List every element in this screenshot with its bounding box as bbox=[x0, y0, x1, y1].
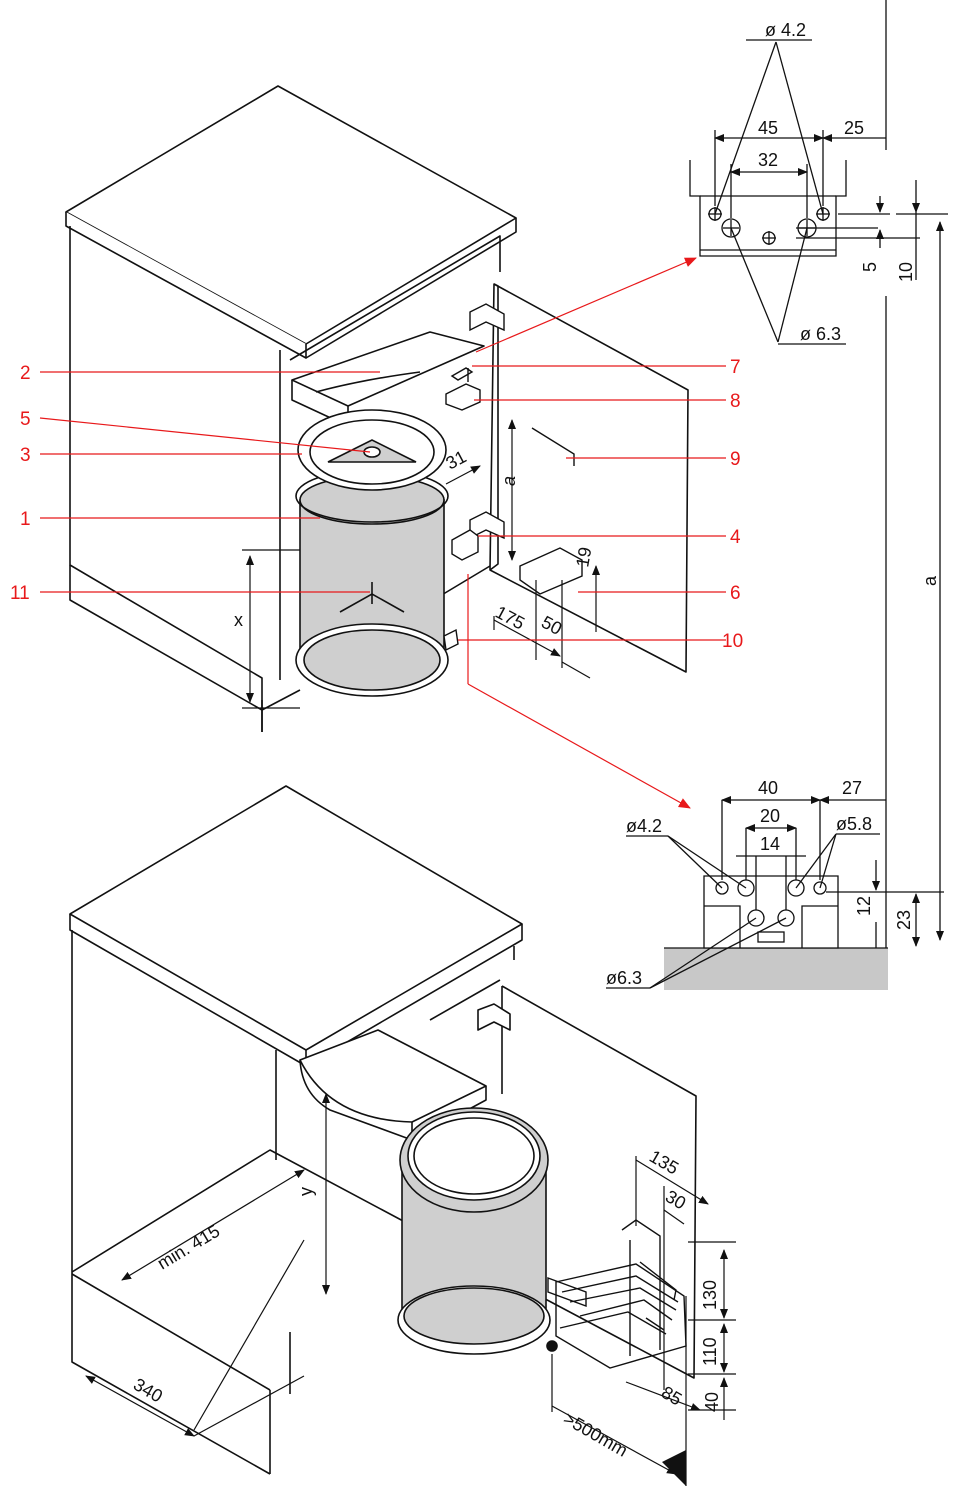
dim-y: y bbox=[296, 1187, 316, 1196]
callout-11: 11 bbox=[10, 583, 30, 604]
bottom-cabinet bbox=[69, 785, 697, 1475]
dim-40-basket: 40 bbox=[702, 1392, 722, 1412]
dim-12: 12 bbox=[854, 896, 874, 916]
callout-1: 1 bbox=[20, 509, 31, 530]
dim-20: 20 bbox=[760, 806, 780, 826]
dia-5-8: ø5.8 bbox=[836, 814, 872, 834]
dim-a-top: a bbox=[499, 476, 519, 486]
top-cabinet bbox=[65, 85, 689, 732]
callout-numbers: 2 5 3 1 11 7 8 9 4 6 10 bbox=[10, 357, 743, 652]
dim-x: x bbox=[234, 610, 243, 630]
callout-leaders bbox=[39, 257, 726, 809]
callout-3: 3 bbox=[20, 445, 31, 466]
dim-135: 135 bbox=[646, 1146, 682, 1178]
dim-23: 23 bbox=[894, 910, 914, 930]
dia-6-3-top: ø 6.3 bbox=[800, 324, 841, 344]
dim-19: 19 bbox=[572, 545, 595, 568]
floor-section bbox=[664, 948, 888, 990]
dim-a-right: a bbox=[920, 575, 940, 586]
dim-500mm: >500mm bbox=[560, 1408, 631, 1461]
dim-45: 45 bbox=[758, 118, 778, 138]
dim-40-plate: 40 bbox=[758, 778, 778, 798]
dia-4-2-top: ø 4.2 bbox=[765, 20, 806, 40]
dim-340: 340 bbox=[130, 1374, 166, 1406]
callout-4: 4 bbox=[730, 527, 741, 548]
callout-5: 5 bbox=[20, 409, 31, 430]
plate-detail bbox=[606, 796, 944, 990]
callout-8: 8 bbox=[730, 391, 741, 412]
bottom-dimensions bbox=[85, 1093, 736, 1486]
dim-85: 85 bbox=[658, 1382, 685, 1409]
dim-130: 130 bbox=[700, 1280, 720, 1310]
dim-10: 10 bbox=[896, 262, 916, 282]
dim-50: 50 bbox=[538, 612, 565, 639]
callout-6: 6 bbox=[730, 583, 741, 604]
dim-14: 14 bbox=[760, 834, 780, 854]
dim-27: 27 bbox=[842, 778, 862, 798]
top-dimensions bbox=[242, 419, 600, 709]
waste-bin-top bbox=[295, 409, 449, 697]
callout-7: 7 bbox=[730, 357, 741, 378]
callout-9: 9 bbox=[730, 449, 741, 470]
direction-marker bbox=[662, 1450, 686, 1486]
dim-110: 110 bbox=[700, 1337, 720, 1366]
hinge-detail bbox=[689, 0, 948, 948]
dia-4-2-plate: ø4.2 bbox=[626, 816, 662, 836]
callout-10: 10 bbox=[722, 631, 743, 652]
dim-32: 32 bbox=[758, 150, 778, 170]
dim-5: 5 bbox=[860, 262, 880, 272]
callout-2: 2 bbox=[20, 363, 31, 384]
waste-bin-bottom bbox=[397, 1107, 558, 1355]
dim-min-415: min. 415 bbox=[154, 1221, 223, 1274]
wire-basket bbox=[547, 1219, 687, 1369]
dim-175: 175 bbox=[492, 602, 528, 634]
dim-25: 25 bbox=[844, 118, 864, 138]
dia-6-3-plate: ø6.3 bbox=[606, 968, 642, 988]
